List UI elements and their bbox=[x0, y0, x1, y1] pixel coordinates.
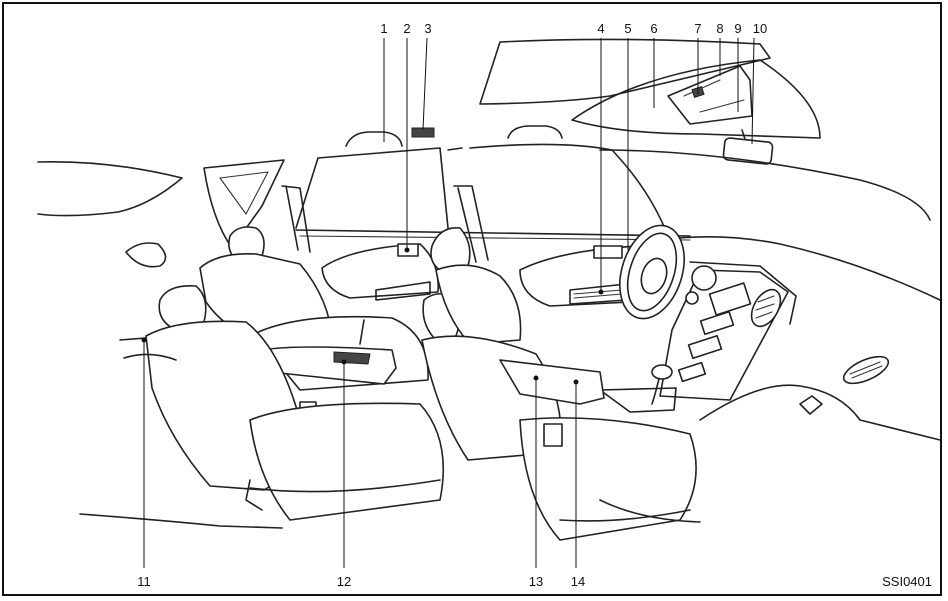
rear-quarter-panel bbox=[295, 143, 691, 241]
climate-control bbox=[699, 310, 735, 336]
callout-1: 1 bbox=[380, 21, 387, 36]
callout-8: 8 bbox=[716, 21, 723, 36]
callout-9: 9 bbox=[734, 21, 741, 36]
callout-11: 11 bbox=[137, 574, 151, 589]
console-button bbox=[677, 361, 707, 383]
dashboard bbox=[599, 149, 941, 441]
hazard-switch bbox=[687, 334, 723, 360]
instrument-gauge bbox=[691, 265, 717, 291]
cup-holder-icon bbox=[333, 351, 371, 365]
side-vent bbox=[842, 355, 890, 385]
b-pillar bbox=[447, 147, 463, 151]
rear-roof-lining bbox=[37, 161, 183, 217]
audio-display bbox=[708, 282, 752, 316]
rearview-mirror bbox=[722, 129, 774, 165]
rear-door-panel bbox=[321, 243, 439, 301]
callout-2: 2 bbox=[403, 21, 410, 36]
assist-grip-rear-left bbox=[345, 131, 403, 147]
callout-12: 12 bbox=[337, 574, 351, 589]
callout-10: 10 bbox=[753, 21, 767, 36]
sun-visor bbox=[667, 65, 753, 125]
leader-lines bbox=[141, 37, 755, 568]
seat-belt-front bbox=[453, 185, 489, 263]
front-roof-panel bbox=[479, 38, 771, 105]
callout-6: 6 bbox=[650, 21, 657, 36]
front-seat bbox=[421, 227, 697, 541]
floor-outline bbox=[79, 242, 701, 529]
callout-14: 14 bbox=[571, 574, 585, 589]
callout-3: 3 bbox=[424, 21, 431, 36]
callout-4: 4 bbox=[597, 21, 604, 36]
center-vent bbox=[750, 288, 782, 328]
front-headliner bbox=[571, 59, 821, 139]
callout-7: 7 bbox=[694, 21, 701, 36]
gear-shifter bbox=[599, 364, 677, 413]
rear-outboard-seat bbox=[145, 284, 445, 521]
callout-labels: 1 2 3 4 5 6 7 8 9 10 11 12 13 14 bbox=[137, 21, 767, 589]
callout-13: 13 bbox=[529, 574, 543, 589]
seat-belt-buckle bbox=[543, 423, 563, 447]
figure-code: SSI0401 bbox=[882, 574, 932, 589]
seat-belt-rear bbox=[281, 185, 311, 253]
steering-wheel bbox=[619, 224, 717, 320]
callout-5: 5 bbox=[624, 21, 631, 36]
front-door-handle bbox=[593, 245, 623, 259]
assist-grip-rear-right bbox=[507, 125, 563, 139]
glovebox-latch bbox=[799, 395, 823, 415]
